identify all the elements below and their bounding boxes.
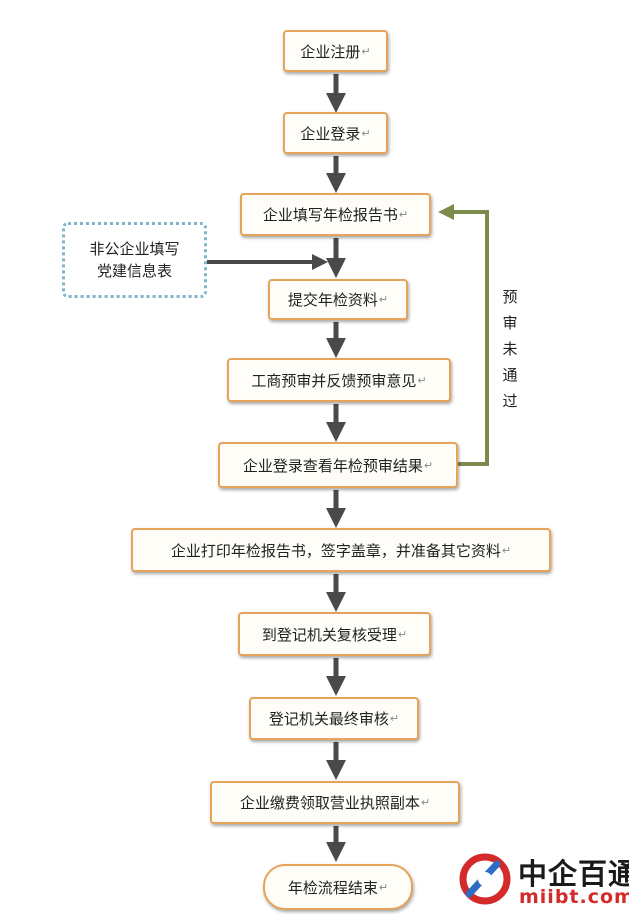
step-label: 到登记机关复核受理: [261, 625, 397, 644]
loop-label-char: 未: [502, 340, 518, 358]
step-label: 企业注册: [300, 42, 361, 61]
step-box: 企业缴费领取营业执照副本↵: [210, 781, 460, 824]
step-box: 企业注册↵: [283, 30, 388, 72]
step-label: 企业登录查看年检预审结果: [242, 456, 423, 475]
side-input-line: 非公企业填写: [89, 240, 180, 258]
step-label: 提交年检资料: [287, 291, 378, 309]
step-box: 登记机关最终审核↵: [249, 697, 419, 740]
loop-label-char: 通: [502, 366, 518, 384]
step-box: 提交年检资料↵: [268, 279, 408, 320]
watermark-url: miibt.com: [519, 886, 629, 908]
watermark-name: 中企百通: [518, 857, 629, 891]
loop-label-char: 审: [502, 314, 518, 332]
loop-label-char: 预: [502, 288, 518, 306]
loop-label: 预 审 未 通 过: [499, 284, 521, 414]
step-label: 登记机关最终审核: [268, 710, 389, 728]
step-label: 企业登录: [300, 124, 361, 143]
watermark-logo-icon: [459, 853, 511, 905]
step-label: 企业缴费领取营业执照副本: [239, 794, 420, 812]
step-label: 企业打印年检报告书，签字盖章，并准备其它资料: [170, 541, 501, 560]
loop-back-line: [438, 204, 489, 466]
step-label: 企业填写年检报告书: [262, 206, 398, 224]
loop-label-char: 过: [502, 392, 518, 410]
step-box: 企业登录↵: [283, 112, 388, 154]
side-input-box: 非公企业填写 党建信息表: [62, 222, 207, 298]
step-box: 工商预审并反馈预审意见↵: [227, 358, 451, 402]
step-box: 企业打印年检报告书，签字盖章，并准备其它资料↵: [131, 528, 551, 572]
step-label: 年检流程结束: [287, 878, 378, 897]
step-label: 工商预审并反馈预审意见: [251, 371, 417, 390]
step-box: 到登记机关复核受理↵: [238, 612, 431, 656]
side-input-line: 党建信息表: [96, 262, 172, 280]
step-box: 企业登录查看年检预审结果↵: [218, 442, 458, 488]
end-box: 年检流程结束↵: [263, 864, 413, 910]
step-box: 企业填写年检报告书↵: [240, 193, 431, 236]
